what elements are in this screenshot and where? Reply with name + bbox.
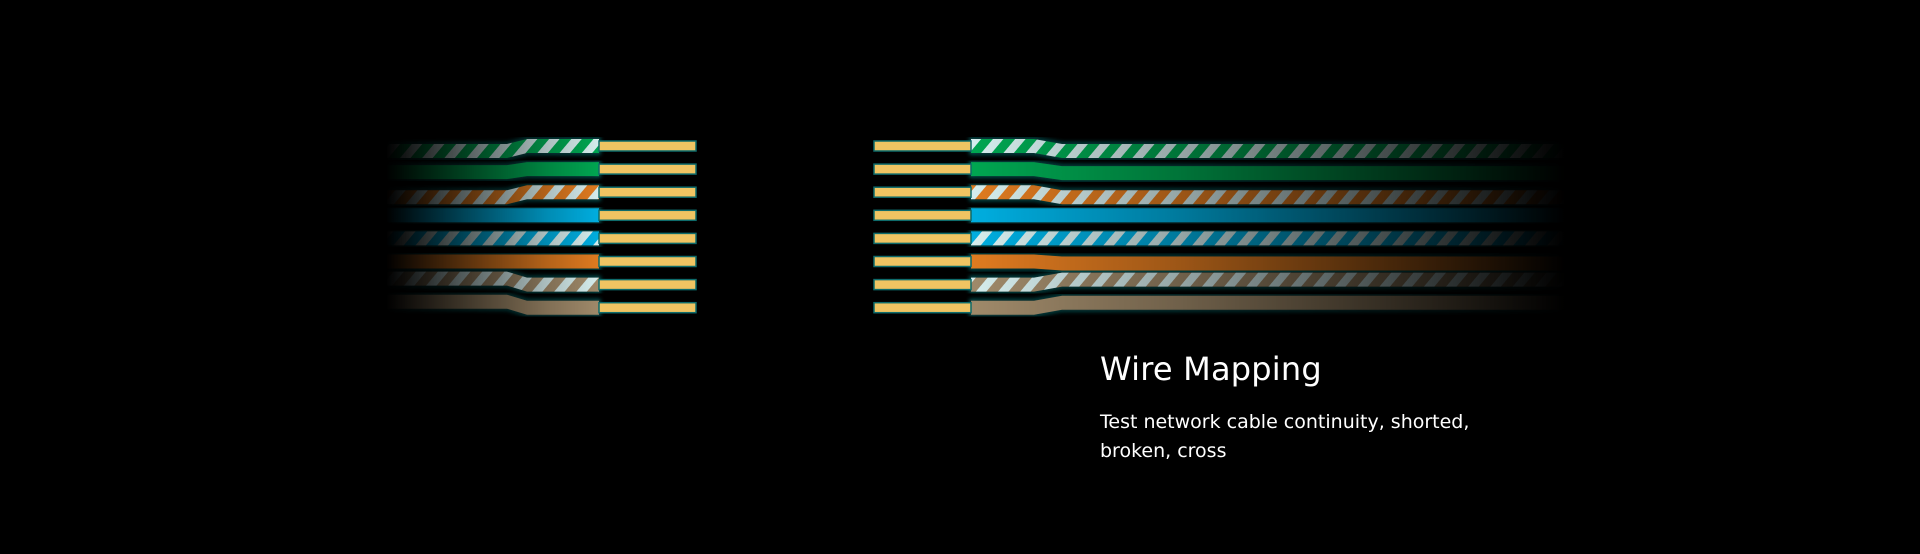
right-wire-white-brown (969, 271, 1567, 294)
right-pin (873, 255, 972, 268)
left-wire-green (384, 160, 601, 181)
left-wire-blue (384, 206, 601, 224)
right-pin (873, 232, 972, 245)
left-pin (598, 301, 697, 314)
feature-title: Wire Mapping (1100, 350, 1322, 388)
right-wire-blue (969, 206, 1567, 224)
right-wire-white-orange (969, 183, 1567, 206)
left-pin (598, 186, 697, 198)
right-pin (873, 140, 972, 152)
left-pin (598, 209, 697, 222)
right-wire-orange (969, 253, 1567, 272)
right-pin (873, 278, 972, 291)
right-connector (873, 137, 1567, 317)
right-wire-green (969, 160, 1567, 182)
left-pin (598, 232, 697, 245)
left-wire-white-orange (384, 183, 601, 206)
left-wire-white-green (384, 137, 601, 160)
left-wire-white-blue (384, 229, 601, 247)
right-pin (873, 186, 972, 198)
left-wire-orange (384, 253, 601, 270)
left-pin (598, 163, 697, 175)
right-wire-brown (969, 294, 1567, 317)
left-wire-brown (384, 293, 601, 317)
left-connector (384, 137, 697, 317)
left-wire-white-brown (384, 270, 601, 294)
left-pin (598, 140, 697, 152)
right-pin (873, 209, 972, 222)
right-wire-white-green (969, 137, 1567, 160)
left-pin (598, 278, 697, 291)
right-pin (873, 301, 972, 314)
right-wire-white-blue (969, 229, 1567, 247)
left-pin (598, 255, 697, 268)
right-pin (873, 163, 972, 175)
feature-description: Test network cable continuity, shorted, … (1100, 411, 1470, 462)
